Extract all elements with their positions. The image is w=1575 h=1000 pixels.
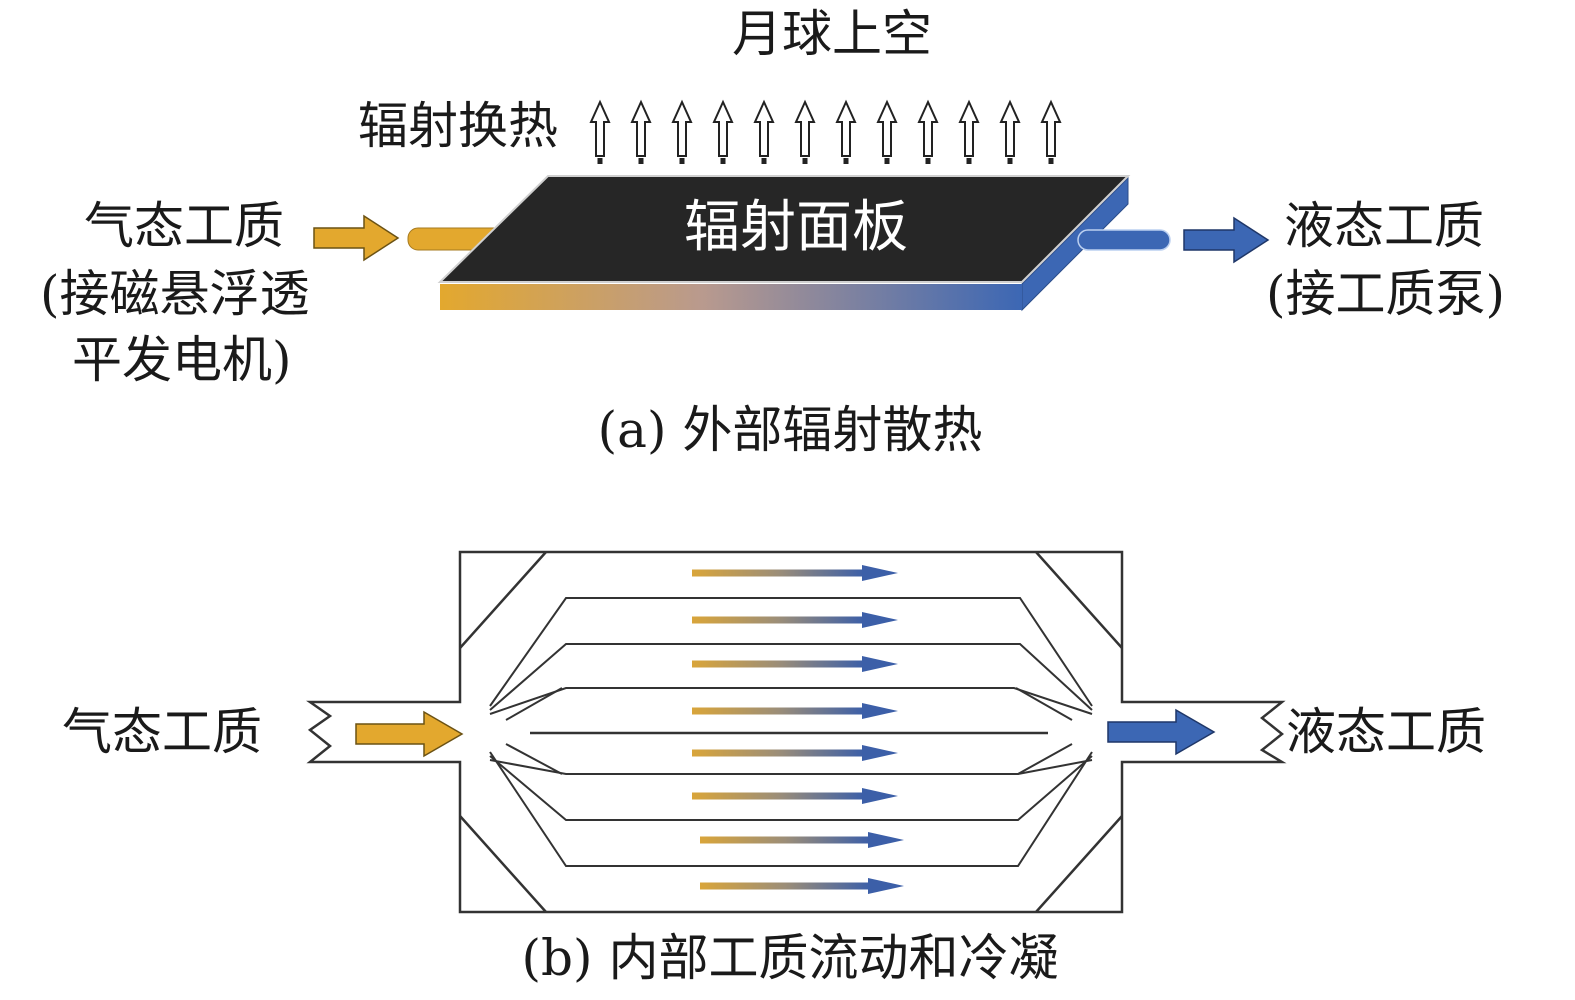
radiation-arrow: [671, 99, 693, 164]
liquid-outlet-arrow-a: [1183, 216, 1270, 264]
radiation-arrow: [917, 99, 939, 164]
radiation-arrows: [589, 99, 1062, 164]
radiation-arrow: [794, 99, 816, 164]
channel-wall: [489, 759, 1093, 775]
channel-wall: [1017, 743, 1073, 775]
channel-wall: [505, 687, 563, 721]
gas-inlet-arrow-a: [313, 214, 400, 262]
channel-flow-arrow: [692, 788, 898, 804]
radiation-arrow: [876, 99, 898, 164]
channel-flow-arrow: [700, 832, 904, 848]
caption-a: (a) 外部辐射散热: [597, 401, 983, 459]
channel-wall: [489, 751, 1093, 867]
channel-wall: [489, 755, 1093, 821]
radiator-panel-side-front: [440, 284, 1022, 310]
radiation-arrow: [835, 99, 857, 164]
liquid-working-fluid-label-a: 液态工质: [1284, 197, 1484, 255]
radiation-arrow: [630, 99, 652, 164]
radiation-arrow: [589, 99, 611, 164]
gas-inlet-note-line1: (接磁悬浮透: [40, 265, 310, 323]
channel-flow-arrows: [692, 565, 904, 894]
channel-flow-arrow: [700, 878, 904, 894]
liquid-working-fluid-label-b: 液态工质: [1286, 703, 1486, 761]
radiation-arrow: [958, 99, 980, 164]
radiation-arrow: [712, 99, 734, 164]
liquid-outlet-pipe: [1077, 229, 1171, 251]
space-above-moon-label: 月球上空: [732, 5, 932, 63]
flow-channels: [489, 597, 1093, 867]
channel-wall: [489, 643, 1093, 711]
gas-inlet-arrow-b: [355, 710, 464, 758]
channel-flow-arrow: [692, 565, 898, 581]
radiation-arrow: [753, 99, 775, 164]
radiator-panel-top: [437, 175, 1131, 283]
channel-wall: [489, 597, 1093, 707]
channel-wall: [1015, 687, 1073, 721]
channel-wall: [505, 743, 563, 775]
radiation-arrow: [999, 99, 1021, 164]
channel-wall: [489, 687, 1093, 715]
radiator-panel-label: 辐射面板: [684, 195, 908, 260]
gas-working-fluid-label-a: 气态工质: [84, 197, 284, 255]
liquid-outlet-arrow-b: [1107, 708, 1216, 756]
liquid-outlet-note: (接工质泵): [1266, 265, 1506, 323]
caption-b: (b) 内部工质流动和冷凝: [521, 929, 1059, 987]
radiation-heat-exchange-label: 辐射换热: [358, 97, 558, 155]
channel-flow-arrow: [692, 745, 898, 761]
radiation-arrow: [1040, 99, 1062, 164]
channel-flow-arrow: [692, 703, 898, 719]
channel-flow-arrow: [692, 612, 898, 628]
gas-inlet-note-line2: 平发电机): [72, 331, 292, 389]
channel-flow-arrow: [692, 656, 898, 672]
gas-working-fluid-label-b: 气态工质: [62, 703, 262, 761]
